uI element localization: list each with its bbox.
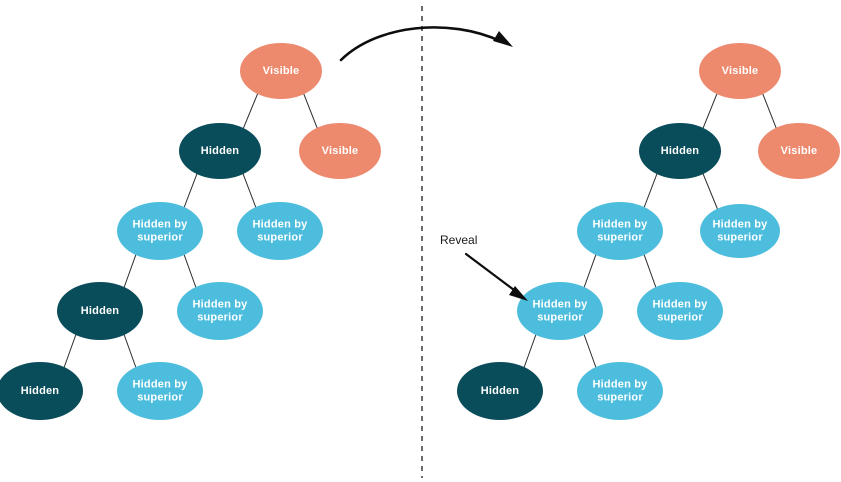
tree-edge bbox=[583, 333, 597, 369]
tree-edge bbox=[123, 253, 137, 289]
tree-node-visible[interactable]: Visible bbox=[240, 43, 322, 99]
node-ellipse bbox=[699, 43, 781, 99]
tree-edge bbox=[63, 333, 77, 369]
left-tree-edges bbox=[63, 92, 319, 369]
tree-node-visible[interactable]: Visible bbox=[699, 43, 781, 99]
node-label: Hidden bbox=[481, 385, 520, 397]
node-ellipse bbox=[240, 43, 322, 99]
node-ellipse bbox=[237, 202, 323, 260]
node-ellipse bbox=[179, 123, 261, 179]
node-label: Hidden bbox=[81, 305, 120, 317]
node-label: superior bbox=[537, 311, 583, 323]
node-ellipse bbox=[177, 282, 263, 340]
node-label: Hidden by bbox=[253, 218, 309, 230]
node-ellipse bbox=[0, 362, 83, 420]
node-label: superior bbox=[137, 231, 183, 243]
node-ellipse bbox=[639, 123, 721, 179]
right-tree-edges bbox=[523, 92, 778, 369]
node-label: Hidden by bbox=[653, 298, 709, 310]
reveal-arrow bbox=[464, 252, 528, 301]
node-label: Hidden by bbox=[193, 298, 249, 310]
node-ellipse bbox=[577, 202, 663, 260]
node-label: superior bbox=[717, 231, 763, 243]
tree-node-hidden[interactable]: Hidden bbox=[639, 123, 721, 179]
node-label: Hidden by bbox=[593, 378, 649, 390]
tree-edge bbox=[643, 172, 658, 209]
node-label: Hidden by bbox=[593, 218, 649, 230]
node-ellipse bbox=[577, 362, 663, 420]
tree-edge bbox=[583, 253, 597, 289]
node-ellipse bbox=[457, 362, 543, 420]
tree-edge bbox=[183, 172, 198, 209]
tree-node-hidden[interactable]: Hidden bbox=[57, 282, 143, 340]
node-ellipse bbox=[758, 123, 840, 179]
tree-edge bbox=[242, 172, 257, 209]
tree-node-hidden[interactable]: Hidden bbox=[179, 123, 261, 179]
node-label: superior bbox=[197, 311, 243, 323]
tree-node-hidden[interactable]: Hidden bbox=[0, 362, 83, 420]
node-label: Hidden by bbox=[133, 378, 189, 390]
node-ellipse bbox=[517, 282, 603, 340]
transform-arrow bbox=[339, 26, 513, 62]
node-ellipse bbox=[700, 204, 780, 258]
tree-edge bbox=[302, 92, 319, 130]
node-label: Hidden bbox=[661, 145, 700, 157]
node-label: superior bbox=[137, 391, 183, 403]
node-ellipse bbox=[57, 282, 143, 340]
tree-edge bbox=[523, 333, 537, 369]
tree-edge bbox=[761, 92, 778, 130]
node-label: Hidden by bbox=[133, 218, 189, 230]
node-ellipse bbox=[117, 362, 203, 420]
tree-edge bbox=[242, 92, 259, 130]
node-label: Visible bbox=[322, 145, 359, 157]
tree-edge bbox=[702, 92, 718, 130]
node-label: Visible bbox=[781, 145, 818, 157]
node-label: superior bbox=[257, 231, 303, 243]
node-label: Hidden bbox=[201, 145, 240, 157]
tree-edge bbox=[183, 253, 197, 289]
tree-node-visible[interactable]: Visible bbox=[758, 123, 840, 179]
node-label: Visible bbox=[722, 65, 759, 77]
node-label: superior bbox=[657, 311, 703, 323]
node-ellipse bbox=[117, 202, 203, 260]
node-label: Hidden bbox=[21, 385, 60, 397]
node-ellipse bbox=[299, 123, 381, 179]
node-label: superior bbox=[597, 391, 643, 403]
node-label: Hidden by bbox=[533, 298, 589, 310]
node-label: Hidden by bbox=[713, 218, 769, 230]
node-label: Visible bbox=[263, 65, 300, 77]
reveal-label: Reveal bbox=[440, 233, 477, 247]
tree-edge bbox=[123, 333, 137, 369]
tree-node-hidden[interactable]: Hidden bbox=[457, 362, 543, 420]
tree-edge bbox=[643, 253, 657, 289]
tree-node-visible[interactable]: Visible bbox=[299, 123, 381, 179]
tree-edge bbox=[702, 172, 719, 211]
node-label: superior bbox=[597, 231, 643, 243]
node-ellipse bbox=[637, 282, 723, 340]
